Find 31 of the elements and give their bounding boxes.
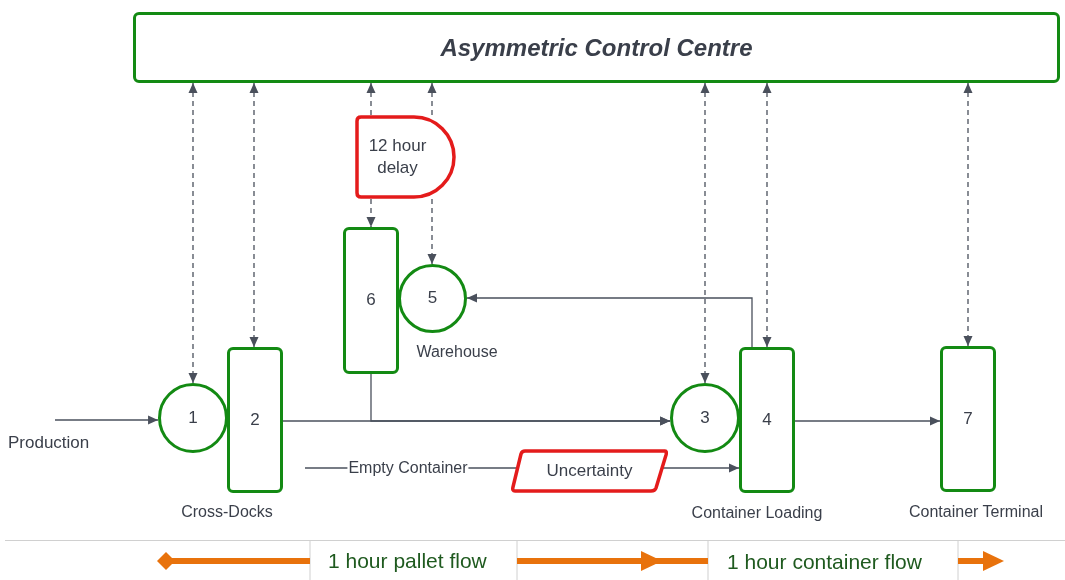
arrow <box>794 416 941 426</box>
dashed-arrow <box>188 82 198 384</box>
caption-text: Cross-Docks <box>181 503 273 521</box>
dashed-arrow <box>963 82 973 347</box>
process-circle: 5 <box>398 264 467 333</box>
dashed-arrow <box>249 82 259 348</box>
caption-text: Container Loading <box>691 504 823 522</box>
process-circle: 3 <box>670 383 740 453</box>
flow-label: 1 hour pallet flow <box>328 549 487 573</box>
process-box: 2 <box>227 347 283 493</box>
dashed-arrow <box>427 198 437 265</box>
flow-label: 1 hour container flow <box>727 550 922 574</box>
dashed-arrow <box>762 82 772 348</box>
parallelogram-box: Uncertainty <box>511 449 668 493</box>
arrow <box>54 415 159 425</box>
process-box: 7 <box>940 346 996 492</box>
process-box: 4 <box>739 347 795 493</box>
dashed-arrow <box>700 82 710 384</box>
caption-text: Container Terminal <box>909 503 1043 521</box>
text-label: Production <box>8 420 106 454</box>
dashed-arrow <box>366 198 376 228</box>
process-box: 6 <box>343 227 399 374</box>
dashed-arrow <box>427 82 437 116</box>
arrow <box>370 373 671 426</box>
edge-label: Empty Container <box>347 459 469 477</box>
dashed-arrow <box>366 82 376 116</box>
title-box: Asymmetric Control Centre <box>133 12 1060 83</box>
process-circle: 1 <box>158 383 228 453</box>
caption-text: Warehouse <box>416 343 498 361</box>
delay-shape: 12 hour delay <box>355 115 456 199</box>
arrow <box>466 293 753 348</box>
